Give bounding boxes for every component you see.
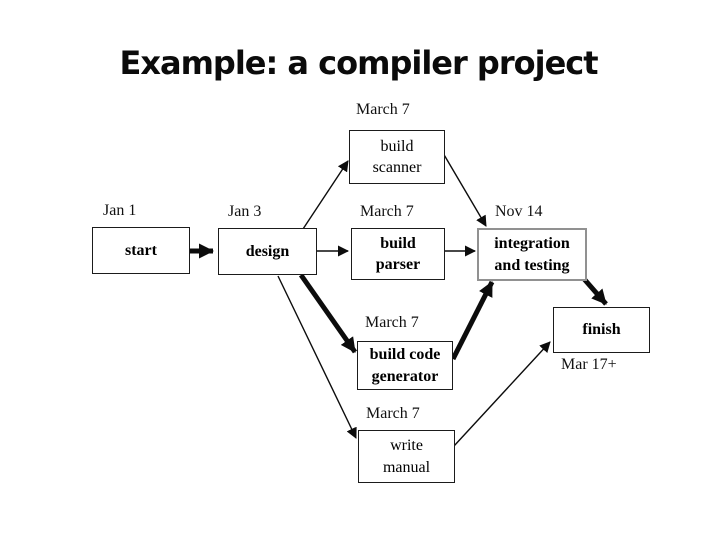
date-label-finish: Mar 17+ [561, 356, 617, 373]
edge-build-scanner-integration [442, 152, 487, 227]
task-box-build-code-generator: build code generator [357, 341, 453, 390]
date-label-write-manual: March 7 [366, 405, 420, 422]
task-box-build-parser: build parser [351, 228, 445, 280]
date-label-integration: Nov 14 [495, 203, 543, 220]
task-box-finish: finish [553, 307, 650, 353]
task-box-start: start [92, 227, 190, 274]
date-label-build-parser: March 7 [360, 203, 414, 220]
task-box-write-manual: write manual [358, 430, 455, 483]
date-label-start: Jan 1 [103, 202, 137, 219]
date-label-build-code-generator: March 7 [365, 314, 419, 331]
task-box-design: design [218, 228, 317, 275]
date-label-design: Jan 3 [228, 203, 262, 220]
task-box-build-scanner: build scanner [349, 130, 445, 184]
date-label-build-scanner: March 7 [356, 101, 410, 118]
edge-design-build-code-generator [298, 273, 358, 354]
edge-design-write-manual [277, 275, 357, 439]
edge-write-manual-finish [453, 341, 551, 447]
task-box-integration-and-testing: integration and testing [477, 228, 587, 281]
edge-build-code-generator-integration [450, 280, 495, 361]
edge-design-build-scanner [302, 160, 349, 230]
slide-title: Example: a compiler project [119, 44, 598, 82]
